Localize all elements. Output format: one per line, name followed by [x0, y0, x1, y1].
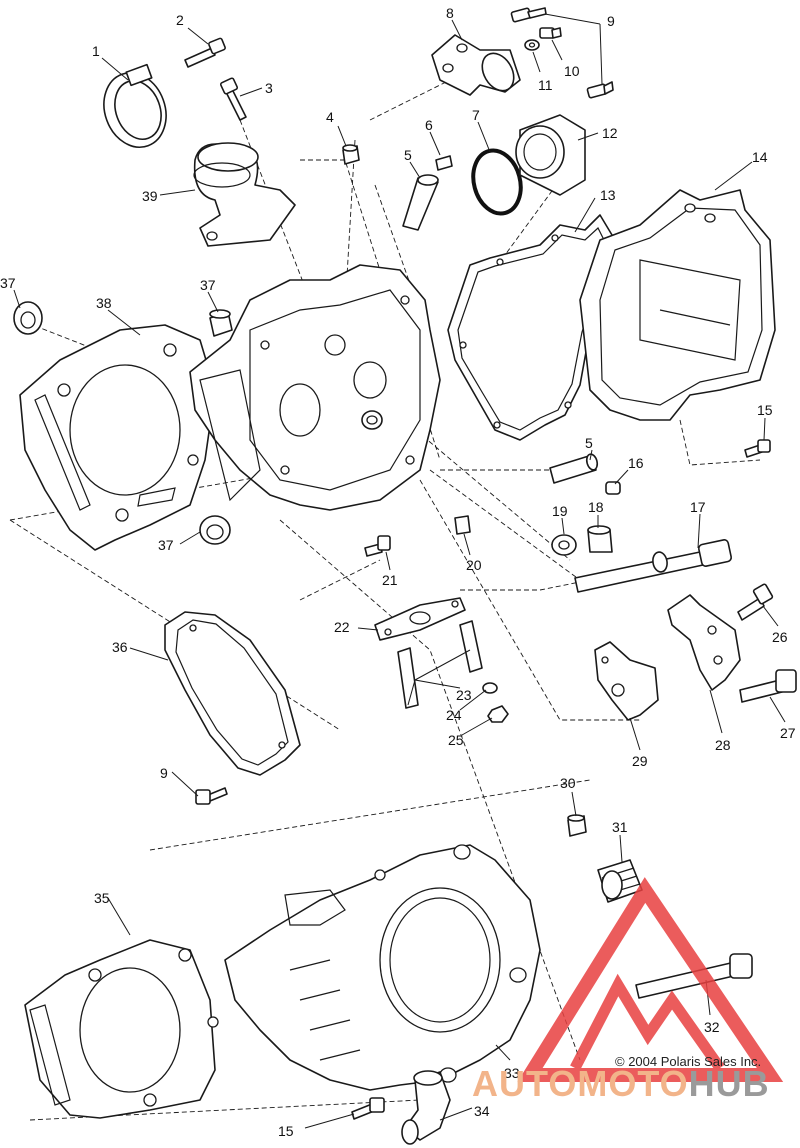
callout-35: 35: [94, 890, 110, 906]
callout-15: 15: [757, 402, 773, 418]
callout-34: 34: [474, 1103, 490, 1119]
callout-37c: 37: [158, 537, 174, 553]
callout-29: 29: [632, 753, 648, 769]
callout-3: 3: [265, 80, 273, 96]
part-15-bolt-right: [744, 439, 771, 458]
part-12-thermostat-housing: [515, 114, 586, 196]
callout-1: 1: [92, 43, 100, 59]
part-23-exhaust-studs: [397, 620, 483, 709]
part-28-bracket: [667, 594, 741, 691]
part-35-base-gasket: [24, 939, 219, 1119]
part-4-dowel-pin: [342, 144, 360, 165]
callout-33: 33: [504, 1065, 520, 1081]
part-24-nut-washer: [482, 682, 498, 694]
part-20-dowel: [454, 515, 471, 535]
callout-14: 14: [752, 149, 768, 165]
callout-5: 5: [404, 147, 412, 163]
part-26-bolt: [737, 583, 774, 621]
callout-21: 21: [382, 572, 398, 588]
callout-8: 8: [446, 5, 454, 21]
callout-17: 17: [690, 499, 706, 515]
part-39-intake-boot: [193, 142, 296, 247]
part-13-valve-cover-gasket: [447, 214, 616, 441]
callout-22: 22: [334, 619, 350, 635]
part-36-side-cover-gasket: [164, 611, 301, 776]
callout-38: 38: [96, 295, 112, 311]
part-9-screws: [510, 7, 614, 99]
part-17-long-bolt: [574, 539, 733, 593]
part-38-head-gasket: [19, 324, 216, 551]
part-30-dowel: [567, 814, 587, 837]
part-34-coolant-elbow: [401, 1070, 451, 1145]
callout-7: 7: [472, 107, 480, 123]
callout-32: 32: [704, 1019, 720, 1035]
callout-10: 10: [564, 63, 580, 79]
callout-11: 11: [538, 77, 553, 93]
callout-28: 28: [715, 737, 731, 753]
part-1-hose-clamp: [103, 63, 167, 148]
callout-37a: 37: [0, 275, 16, 291]
automotohub-triangle-logo: [517, 877, 784, 1082]
part-22-exhaust-gasket: [374, 597, 466, 641]
watermark-text-auto: AUTOMOTO: [472, 1063, 689, 1104]
part-15-bolt-lower: [351, 1097, 385, 1120]
callout-27: 27: [780, 725, 796, 741]
part-2-clamp-screw: [184, 37, 226, 68]
callout-5b: 5: [585, 435, 593, 451]
part-32-long-bolt: [635, 953, 753, 999]
callout-13: 13: [600, 187, 616, 203]
part-10-small-screw: [539, 27, 562, 39]
part-37-seal-upper: [209, 309, 233, 337]
callout-37b: 37: [200, 277, 216, 293]
callout-26: 26: [772, 629, 788, 645]
part-18-valve-stem-seal: [587, 525, 613, 553]
callout-18: 18: [588, 499, 604, 515]
callout-12: 12: [602, 125, 618, 141]
part-3-bolt: [219, 77, 247, 121]
part-16-seal: [605, 481, 621, 495]
part-33-cylinder: [224, 844, 541, 1091]
part-7-o-ring: [471, 148, 523, 216]
part-6-plug: [435, 155, 453, 171]
callout-30: 30: [560, 775, 576, 791]
callout-2: 2: [176, 12, 184, 28]
callout-15b: 15: [278, 1123, 294, 1139]
callout-25: 25: [448, 732, 464, 748]
callout-23: 23: [456, 687, 472, 703]
part-9-screw-lower: [195, 787, 228, 805]
part-8-water-outlet: [431, 34, 521, 96]
part-29-bracket: [594, 641, 659, 721]
watermark-text-hub: HUB: [688, 1063, 770, 1104]
callout-4: 4: [326, 109, 334, 125]
callout-39: 39: [142, 188, 158, 204]
callout-9b: 9: [160, 765, 168, 781]
part-37-oil-seal-lower: [199, 515, 231, 545]
part-27-bolt: [739, 669, 797, 703]
callout-31: 31: [612, 819, 628, 835]
callout-6: 6: [425, 117, 433, 133]
part-11-washer: [524, 39, 540, 51]
callout-36: 36: [112, 639, 128, 655]
callout-16: 16: [628, 455, 644, 471]
callout-20: 20: [466, 557, 482, 573]
callout-9: 9: [607, 13, 615, 29]
cylinder-head-assembly: [189, 264, 441, 511]
leader-lines: [13, 13, 786, 1129]
callout-24: 24: [446, 707, 462, 723]
part-5-valve-guide-lower: [549, 453, 599, 484]
copyright-notice: © 2004 Polaris Sales Inc.: [615, 1054, 762, 1069]
part-14-valve-cover: [579, 189, 776, 421]
part-21-screw: [364, 535, 391, 557]
part-5-valve-guide-upper: [402, 174, 439, 231]
part-19-spring-washer: [551, 534, 577, 556]
callout-19: 19: [552, 503, 568, 519]
callout-numbers: 1 2 3 4 5 6 7 8 9 10 11 12 13 14 15 5 16…: [0, 5, 796, 1139]
part-37-oil-seal-left: [13, 301, 43, 335]
watermark-text: AUTOMOTOHUB: [472, 1063, 770, 1105]
part-25-nut: [487, 705, 509, 723]
